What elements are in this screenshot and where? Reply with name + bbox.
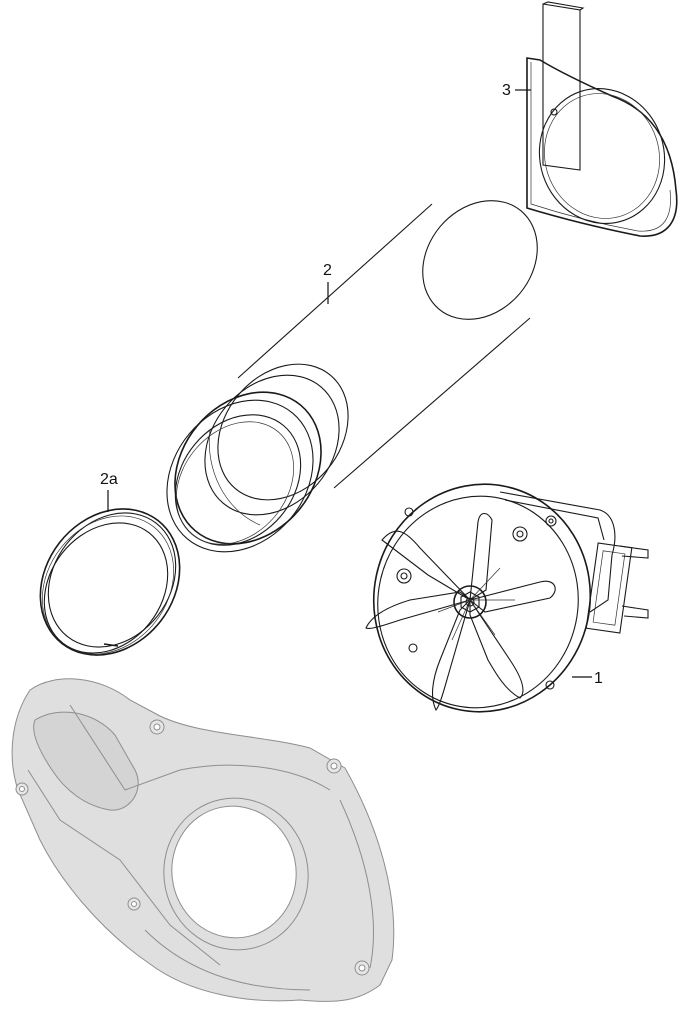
tube-part-2: [166, 200, 538, 553]
callout-3: 3: [502, 82, 531, 99]
callout-label-2: 2: [323, 262, 332, 279]
housing-cover: [11, 678, 395, 1002]
callout-1: 1: [572, 670, 603, 687]
callout-label-3: 3: [502, 82, 511, 99]
seal-ring-part-2a: [39, 508, 181, 656]
callout-label-1: 1: [594, 670, 603, 687]
fan-motor-part-1: [365, 483, 649, 713]
callout-2a: 2a: [100, 471, 118, 512]
callout-2: 2: [323, 262, 332, 304]
bracket-part-3: [526, 1, 678, 237]
callout-label-2a: 2a: [100, 471, 118, 488]
